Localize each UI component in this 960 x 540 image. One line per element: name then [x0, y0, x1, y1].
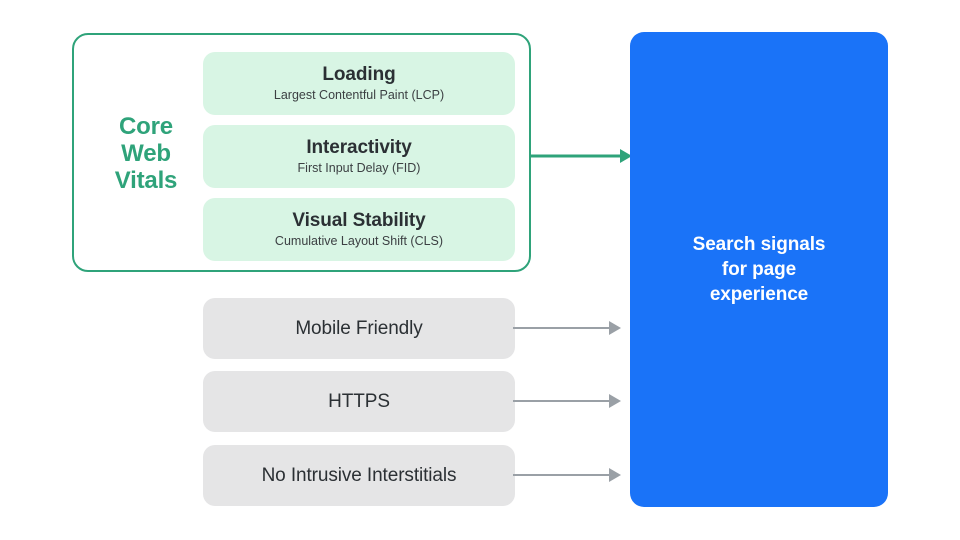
arrow-https-to-output-icon: [513, 394, 621, 408]
core-web-vitals-label-line-2: Web: [121, 140, 171, 167]
vital-card-subtitle: Cumulative Layout Shift (CLS): [274, 234, 444, 248]
vital-card-title: Loading: [322, 64, 396, 85]
output-panel-text: Search signals for page experience: [692, 234, 826, 305]
signal-card-label: HTTPS: [328, 391, 390, 412]
core-web-vitals-group: [72, 33, 531, 272]
vital-card-interactivity[interactable]: Interactivity First Input Delay (FID): [203, 125, 515, 188]
core-web-vitals-label-line-1: Core: [119, 113, 173, 140]
signal-card-label: No Intrusive Interstitials: [261, 465, 457, 486]
vital-card-title: Visual Stability: [292, 210, 426, 231]
vital-card-loading[interactable]: Loading Largest Contentful Paint (LCP): [203, 52, 515, 115]
arrow-core-web-vitals-to-output-icon: [529, 149, 632, 163]
core-web-vitals-group-label: Core Web Vitals: [96, 113, 196, 194]
vital-card-visual-stability[interactable]: Visual Stability Cumulative Layout Shift…: [203, 198, 515, 261]
output-panel-search-signals[interactable]: Search signals for page experience: [630, 32, 888, 507]
vital-card-subtitle: Largest Contentful Paint (LCP): [273, 88, 445, 102]
signal-card-https[interactable]: HTTPS: [203, 371, 515, 432]
vital-card-title: Interactivity: [306, 137, 412, 158]
arrow-mobile-friendly-to-output-icon: [513, 321, 621, 335]
signal-card-mobile-friendly[interactable]: Mobile Friendly: [203, 298, 515, 359]
signal-card-label: Mobile Friendly: [295, 318, 423, 339]
vital-card-subtitle: First Input Delay (FID): [297, 161, 421, 175]
signal-card-no-intrusive-interstitials[interactable]: No Intrusive Interstitials: [203, 445, 515, 506]
arrow-no-intrusive-interstitials-to-output-icon: [513, 468, 621, 482]
core-web-vitals-label-line-3: Vitals: [114, 167, 178, 194]
